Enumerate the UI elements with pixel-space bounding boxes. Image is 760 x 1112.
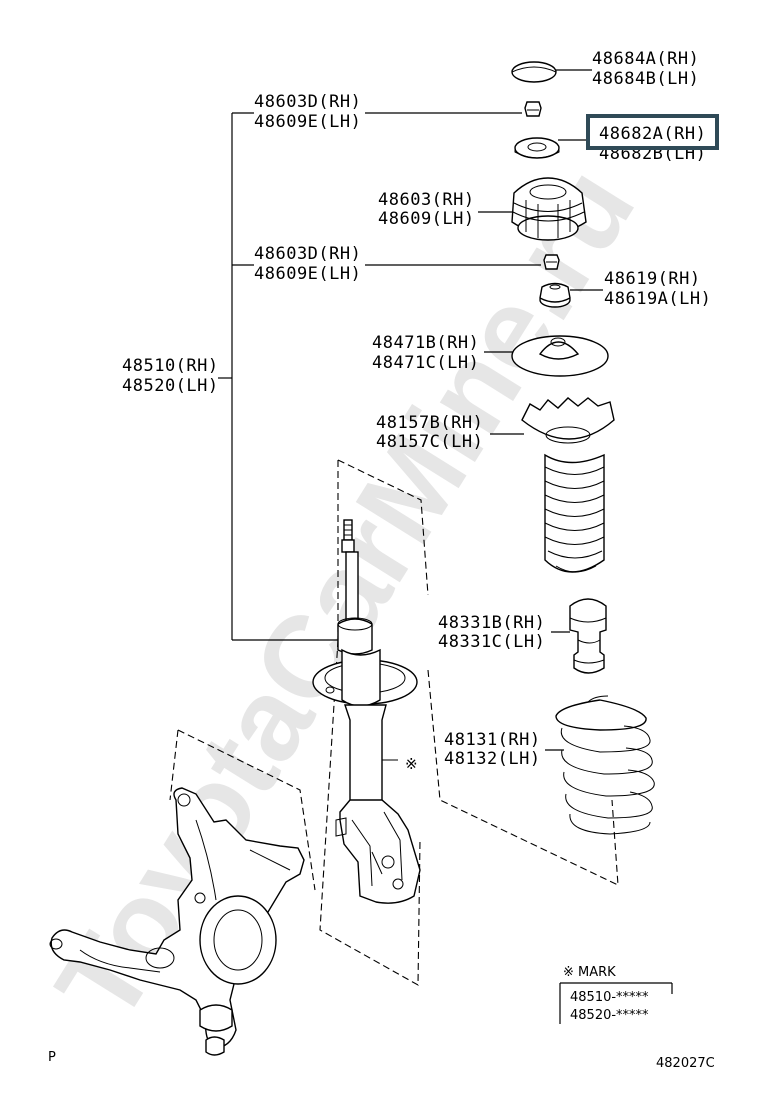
label-bearing-rh: 48682A(RH) bbox=[599, 124, 706, 144]
label-support-lh: 48609(LH) bbox=[378, 209, 475, 229]
mark-table-row: 48520-***** bbox=[570, 1008, 649, 1023]
dashed-frames bbox=[169, 459, 619, 986]
label-bumper-rh: 48331B(RH) bbox=[438, 613, 545, 633]
strut-support bbox=[511, 177, 587, 241]
coil-spring bbox=[555, 695, 655, 835]
footer-diagram-number: 482027C bbox=[656, 1056, 715, 1071]
label-collar-lh: 48619A(LH) bbox=[604, 289, 711, 309]
label-seat-rh: 48471B(RH) bbox=[372, 333, 479, 353]
label-nut1-lh: 48609E(LH) bbox=[254, 112, 361, 132]
mark-table: ※ MARK 48510-***** 48520-***** bbox=[559, 965, 673, 1024]
label-nut1-rh: 48603D(RH) bbox=[254, 92, 361, 112]
nut-lower bbox=[543, 254, 560, 270]
collar bbox=[539, 282, 571, 308]
bump-stopper bbox=[569, 598, 607, 674]
label-spring-rh: 48131(RH) bbox=[444, 730, 541, 750]
label-seat-lh: 48471C(LH) bbox=[372, 353, 479, 373]
label-strut-rh: 48510(RH) bbox=[122, 356, 219, 376]
knuckle-assembly bbox=[49, 787, 305, 1056]
dust-cap bbox=[511, 61, 557, 83]
label-support-rh: 48603(RH) bbox=[378, 190, 475, 210]
label-strut-lh: 48520(LH) bbox=[122, 376, 219, 396]
mark-table-title: ※ MARK bbox=[563, 965, 616, 980]
label-spring-lh: 48132(LH) bbox=[444, 749, 541, 769]
label-cap-rh: 48684A(RH) bbox=[592, 49, 699, 69]
mark-symbol: ※ bbox=[405, 755, 418, 773]
part-labels: 48684A(RH) 48684B(LH) 48603D(RH) 48609E(… bbox=[122, 49, 719, 773]
shock-absorber bbox=[312, 519, 421, 904]
leader-lines bbox=[218, 69, 603, 751]
mark-table-row: 48510-***** bbox=[570, 990, 649, 1005]
label-insulator-rh: 48157B(RH) bbox=[376, 413, 483, 433]
nut-upper bbox=[524, 101, 542, 117]
label-insulator-lh: 48157C(LH) bbox=[376, 432, 483, 452]
spring-upper-seat bbox=[511, 335, 609, 377]
label-collar-rh: 48619(RH) bbox=[604, 269, 701, 289]
bearing bbox=[514, 137, 560, 159]
label-bumper-lh: 48331C(LH) bbox=[438, 632, 545, 652]
upper-parts bbox=[511, 61, 655, 835]
footer-left-code: P bbox=[48, 1050, 56, 1065]
label-nut2-rh: 48603D(RH) bbox=[254, 244, 361, 264]
insulator-boot bbox=[521, 397, 615, 573]
label-nut2-lh: 48609E(LH) bbox=[254, 264, 361, 284]
label-cap-lh: 48684B(LH) bbox=[592, 69, 699, 89]
highlight-box bbox=[586, 114, 719, 150]
